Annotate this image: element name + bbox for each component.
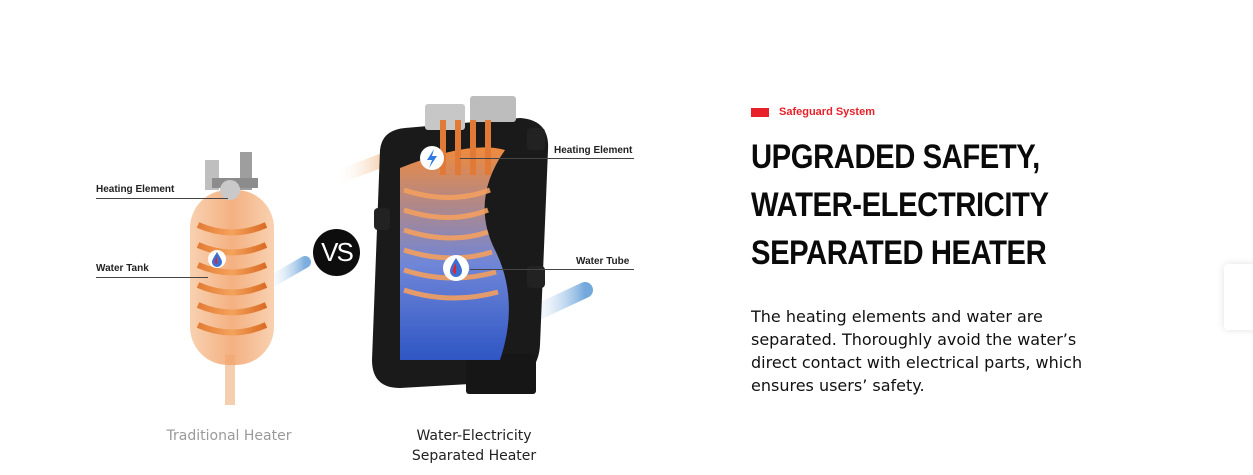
heater-artwork	[190, 96, 593, 405]
headline-line-1: UPGRADED SAFETY,	[751, 138, 1040, 176]
separated-water-tube-label: Water Tube	[576, 256, 630, 267]
separated-heater-caption: Water-Electricity Separated Heater	[374, 426, 574, 466]
section-eyebrow: Safeguard System	[751, 104, 1111, 120]
traditional-heater-caption: Traditional Heater	[166, 428, 292, 444]
product-comparison-illustration: Heating Element Water Tank Heating Eleme…	[96, 96, 634, 466]
traditional-water-tank-label: Water Tank	[96, 263, 149, 274]
separated-heating-element-label: Heating Element	[554, 145, 633, 156]
callout-line	[96, 198, 228, 199]
page-title: UPGRADED SAFETY, WATER-ELECTRICITY SEPAR…	[751, 133, 1095, 277]
feature-text-block: Safeguard System UPGRADED SAFETY, WATER-…	[751, 104, 1111, 397]
separated-heater-graphic	[328, 96, 593, 394]
eyebrow-text: Safeguard System	[779, 106, 875, 118]
traditional-heating-element-label: Heating Element	[96, 184, 175, 195]
vs-badge: VS	[313, 229, 360, 276]
separated-caption-line-1: Water-Electricity	[416, 428, 532, 444]
eyebrow-accent-bar	[751, 107, 769, 117]
callout-line	[460, 158, 634, 159]
callout-line	[96, 277, 208, 278]
callout-line	[470, 269, 634, 270]
traditional-heater-graphic	[190, 152, 311, 405]
separated-caption-line-2: Separated Heater	[411, 448, 537, 464]
headline-line-2: WATER-ELECTRICITY	[751, 186, 1049, 224]
floating-side-tab[interactable]	[1224, 264, 1253, 330]
headline-line-3: SEPARATED HEATER	[751, 234, 1047, 272]
feature-description: The heating elements and water are separ…	[751, 307, 1083, 395]
